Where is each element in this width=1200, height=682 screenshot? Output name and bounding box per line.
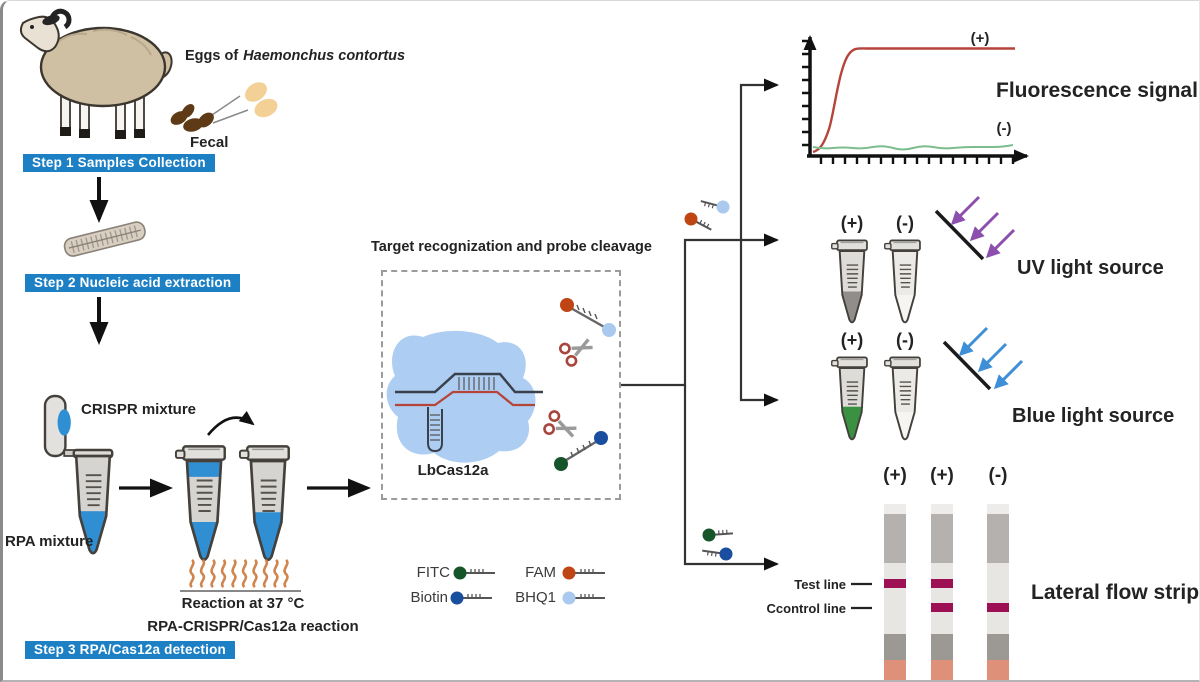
cleaved-fitc-biotin-icons (702, 528, 734, 561)
blue-lamp-line (942, 340, 992, 391)
egg-icon (245, 82, 267, 102)
lateral-flow-strips (851, 504, 1009, 680)
uv-positive-tube (830, 239, 868, 324)
sheep-illustration (19, 8, 173, 139)
legend-fitc-label: FITC (416, 564, 450, 581)
step2-banner: Step 2 Nucleic acid extraction (25, 274, 241, 292)
strip1-label: (+) (883, 465, 907, 486)
blue-pos-label: (+) (840, 330, 864, 350)
scissors-icon (558, 338, 593, 367)
heat-waves-icon (180, 558, 301, 592)
biotin-icon (450, 591, 492, 605)
test-line-band (931, 579, 953, 588)
control-line-band (931, 603, 953, 612)
strip-positive-1 (884, 504, 906, 680)
target-dna-strand (395, 372, 543, 394)
sheep-head (19, 15, 60, 53)
uv-title: UV light source (1017, 257, 1164, 279)
legend-biotin-label: Biotin (410, 589, 448, 606)
cleavage-title: Target recognization and probe cleavage (371, 239, 652, 255)
fam-bhq1-probe-icon (560, 298, 616, 337)
uv-neg-label: (-) (896, 213, 914, 233)
strip2-label: (+) (930, 465, 954, 486)
flow-arrows-left (89, 177, 371, 498)
step1-banner: Step 1 Samples Collection (23, 154, 215, 172)
blue-rays-icon (958, 326, 1024, 390)
lateral-flow-title: Lateral flow strip (1031, 581, 1200, 604)
lbcas12a-blob (386, 330, 536, 463)
crrna-hairpin (427, 407, 443, 453)
uv-rays-icon (950, 195, 1016, 259)
negative-curve (812, 144, 1014, 151)
tube-reaction-mixed (238, 445, 290, 562)
nucleic-acid-strip-icon (63, 221, 146, 257)
sheep-horn (49, 8, 72, 30)
figure-art (19, 8, 1029, 680)
blue-negative-tube (883, 356, 921, 441)
fluorescence-pos-label: (+) (970, 30, 990, 47)
step3-banner: Step 3 RPA/Cas12a detection (25, 641, 235, 659)
fitc-icon (453, 566, 495, 580)
legend-bhq1-label: BHQ1 (515, 589, 556, 606)
control-line-band (987, 603, 1009, 612)
positive-curve (812, 47, 1015, 154)
cleavage-box (381, 270, 621, 500)
branch-lines (621, 78, 779, 571)
lbcas12a-label: LbCas12a (417, 462, 489, 479)
uv-negative-tube (883, 239, 921, 324)
crrna-strand (395, 390, 535, 407)
mix-curved-arrow (206, 410, 255, 436)
cas12a-complex (386, 298, 616, 471)
reaction-name-label: RPA-CRISPR/Cas12a reaction (147, 618, 359, 635)
uv-lamp-line (934, 209, 985, 261)
fitc-biotin-probe-icon (554, 431, 608, 471)
fluorescence-neg-label: (-) (996, 120, 1012, 137)
sheep-legs (60, 95, 145, 139)
crispr-mixture-drop (57, 409, 71, 436)
egg-icon (254, 98, 278, 118)
fecal-and-eggs (170, 82, 278, 132)
eggs-label-prefix: Eggs of (185, 48, 239, 64)
test-line-band (884, 579, 906, 588)
tube-reaction-start (174, 445, 226, 562)
fluorescence-plot (802, 35, 1029, 164)
strip-positive-2 (931, 504, 953, 680)
rpa-mixture-label: RPA mixture (5, 533, 94, 550)
control-line-label: Ccontrol line (766, 601, 846, 616)
fam-icon (562, 566, 605, 580)
strip3-label: (-) (988, 465, 1008, 486)
scissors-icon (543, 410, 577, 438)
crispr-mixture-label: CRISPR mixture (81, 401, 197, 418)
fecal-label: Fecal (190, 134, 229, 151)
strip-negative (987, 504, 1009, 680)
cleaved-fam-bhq1-icons (684, 200, 730, 231)
eggs-species: Haemonchus contortus (243, 48, 406, 64)
reaction-temp-label: Reaction at 37 °C (181, 595, 305, 612)
legend-probe-icons (450, 566, 605, 605)
blue-title: Blue light source (1012, 405, 1175, 427)
legend-fam-label: FAM (525, 564, 556, 581)
blue-positive-tube (830, 356, 868, 441)
fluorescence-title: Fluorescence signal (996, 79, 1198, 102)
test-line-label: Test line (794, 577, 846, 592)
bhq1-icon (562, 591, 605, 605)
blue-neg-label: (-) (896, 330, 914, 350)
uv-pos-label: (+) (840, 213, 864, 233)
